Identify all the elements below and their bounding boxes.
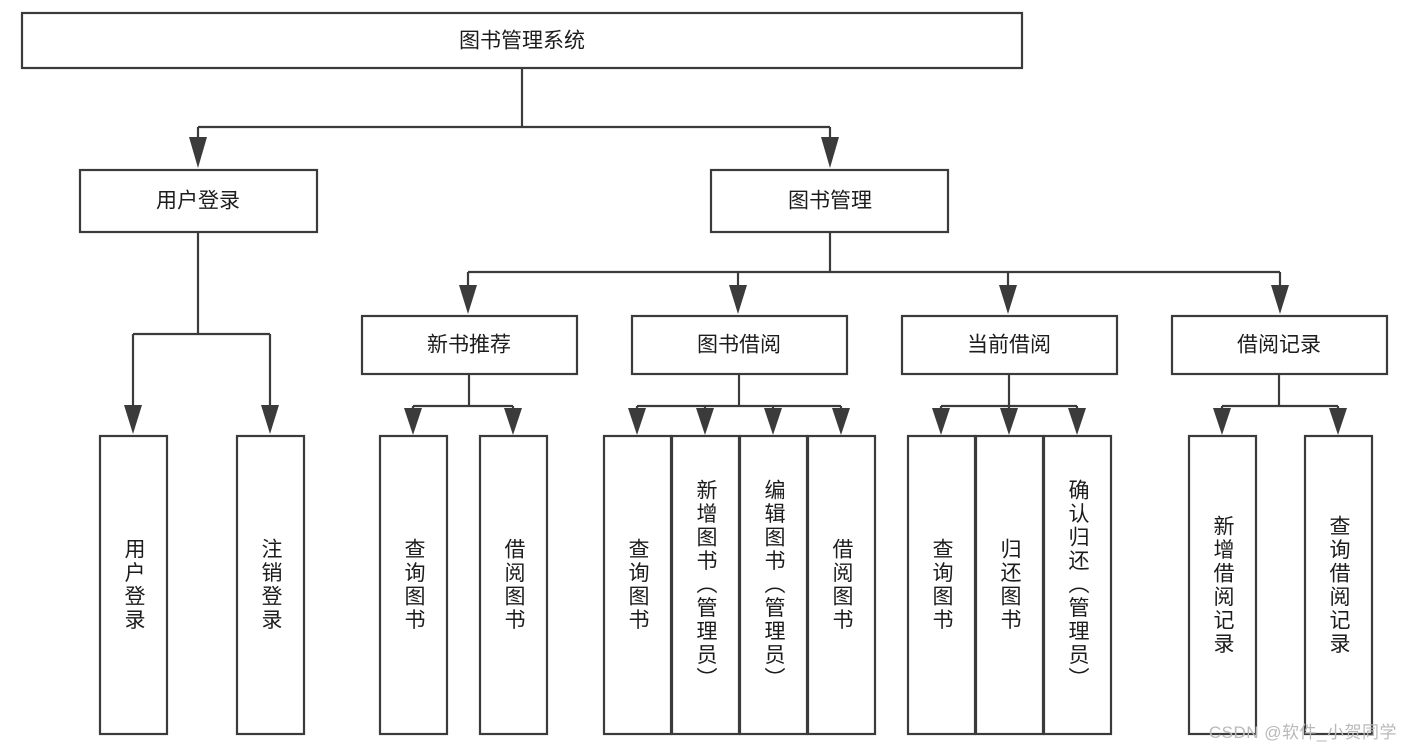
- node-leaf-borrow-book-2-box[interactable]: [806, 434, 877, 736]
- arrow-head-user-login: [189, 137, 207, 168]
- arrow-head-borrow-record: [1271, 285, 1289, 314]
- node-root-box[interactable]: [20, 11, 1024, 70]
- node-leaf-logout-box[interactable]: [235, 434, 306, 736]
- node-book-manage-box[interactable]: [709, 168, 950, 234]
- node-new-book-rec-box[interactable]: [360, 314, 579, 376]
- arrow-head-leaf-edit-book: [764, 408, 782, 435]
- node-book-borrow-box[interactable]: [630, 314, 849, 376]
- node-leaf-add-book-box[interactable]: [670, 434, 741, 736]
- arrow-head-leaf-confirm-return: [1068, 408, 1086, 435]
- node-leaf-user-login-box[interactable]: [98, 434, 169, 736]
- node-borrow-record-box[interactable]: [1170, 314, 1389, 376]
- node-leaf-query-book-2-box[interactable]: [602, 434, 673, 736]
- arrow-head-leaf-query-book-2: [628, 408, 646, 435]
- node-book-borrow-label: 图书借阅: [697, 334, 781, 357]
- node-leaf-edit-book-box[interactable]: [738, 434, 809, 736]
- arrow-head-leaf-borrow-book-1: [504, 408, 522, 435]
- node-current-borrow-label: 当前借阅: [967, 334, 1051, 357]
- node-leaf-query-book-3-box[interactable]: [906, 434, 977, 736]
- node-user-login-label: 用户登录: [156, 190, 240, 213]
- arrow-head-new-book-rec: [459, 285, 477, 314]
- watermark-text: CSDN @软件_小贺同学: [1208, 723, 1397, 742]
- node-leaf-return-book-box[interactable]: [974, 434, 1045, 736]
- node-leaf-query-book-1-box[interactable]: [378, 434, 449, 736]
- arrow-head-leaf-query-book-3: [932, 408, 950, 435]
- node-leaf-query-record-box[interactable]: [1303, 434, 1374, 736]
- arrow-head-leaf-add-book: [696, 408, 714, 435]
- arrow-head-leaf-query-record: [1329, 408, 1347, 435]
- arrow-head-book-borrow: [729, 285, 747, 314]
- arrow-head-leaf-user-login: [124, 405, 142, 434]
- arrow-head-leaf-logout: [261, 405, 279, 434]
- arrow-head-current-borrow: [999, 285, 1017, 314]
- node-current-borrow-box[interactable]: [900, 314, 1119, 376]
- node-leaf-add-record-box[interactable]: [1187, 434, 1258, 736]
- node-leaf-borrow-book-1-box[interactable]: [478, 434, 549, 736]
- arrow-head-leaf-return-book: [1000, 408, 1018, 435]
- arrow-head-leaf-query-book-1: [404, 408, 422, 435]
- node-root-label: 图书管理系统: [459, 30, 585, 53]
- arrow-head-leaf-add-record: [1213, 408, 1231, 435]
- node-borrow-record-label: 借阅记录: [1237, 334, 1321, 357]
- node-leaf-confirm-return-box[interactable]: [1042, 434, 1113, 736]
- node-new-book-rec-label: 新书推荐: [427, 334, 511, 357]
- arrow-head-leaf-borrow-book-2: [832, 408, 850, 435]
- arrow-head-book-manage: [821, 137, 839, 168]
- node-book-manage-label: 图书管理: [788, 190, 872, 213]
